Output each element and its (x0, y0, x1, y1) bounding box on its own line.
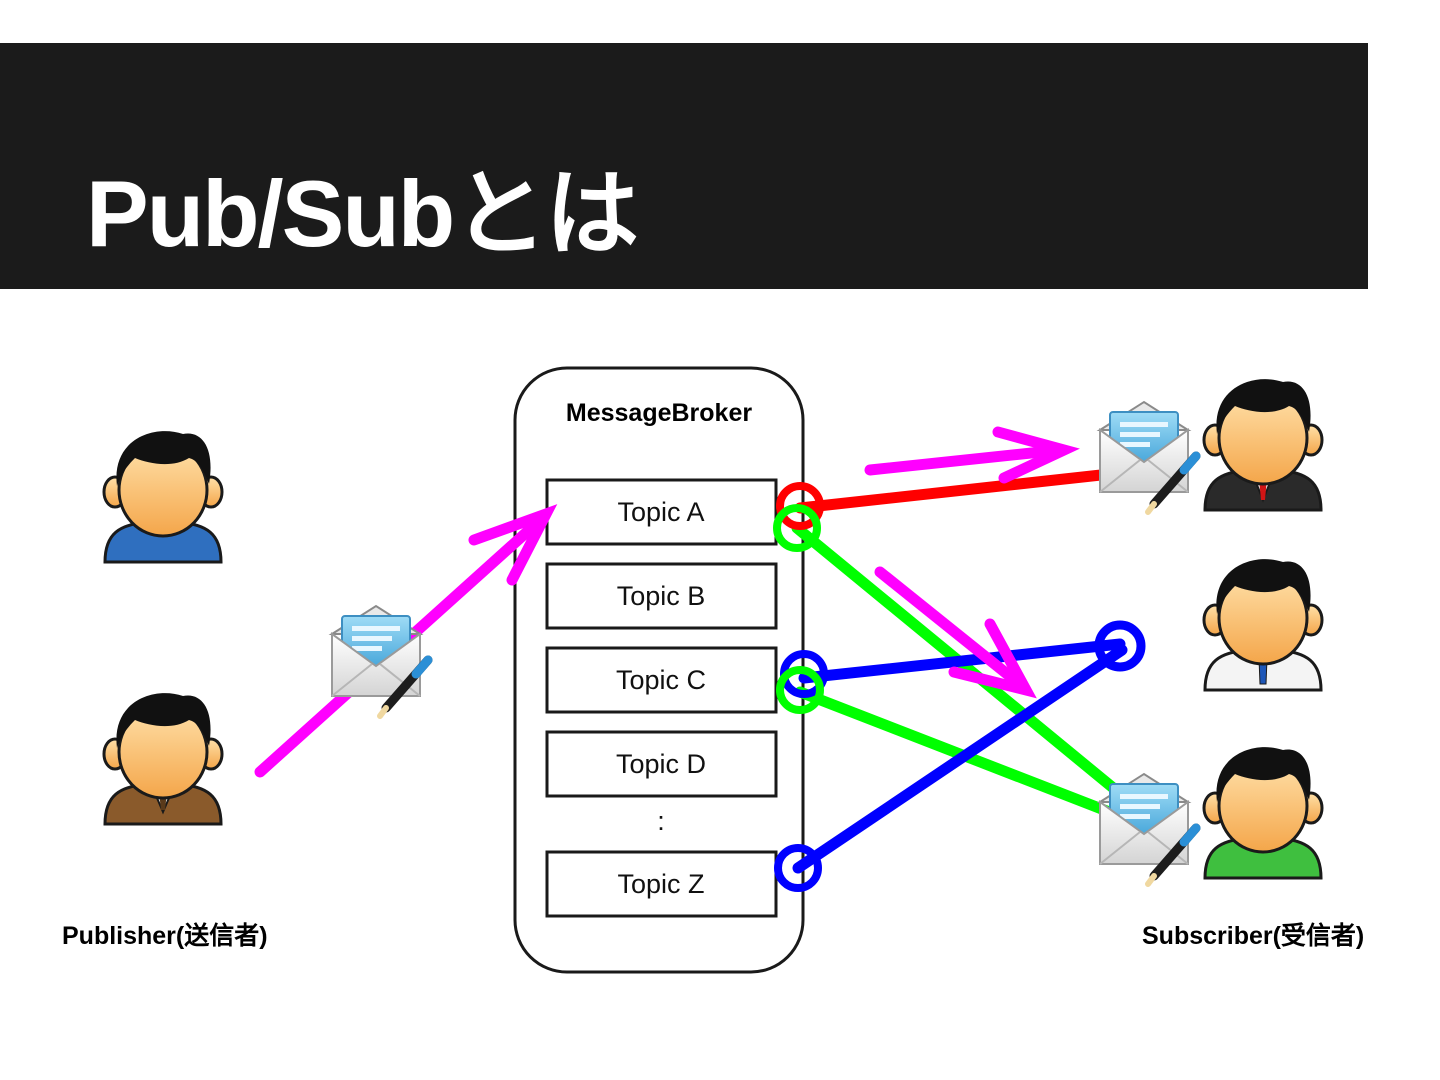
topic-label-c: Topic C (616, 665, 706, 695)
subscription-ring-subscriber-blue (1094, 620, 1146, 672)
deliver-arrow-lower (874, 566, 1037, 699)
subscriber-avatar-icon-1 (1202, 377, 1324, 512)
topic-label-b: Topic B (617, 581, 706, 611)
subscriber-avatar-icon-2 (1202, 557, 1324, 692)
topic-box-d: Topic D (545, 730, 778, 798)
subscription-ring-topic-c-green (776, 666, 824, 714)
topic-label-a: Topic A (617, 497, 704, 527)
publisher-label: Publisher(送信者) (62, 921, 268, 950)
topic-ellipsis: : (657, 806, 665, 836)
subscriber-label: Subscriber(受信者) (1142, 921, 1364, 950)
topic-box-b: Topic B (545, 562, 778, 630)
subscription-ring-topic-a-green (773, 504, 821, 552)
topic-label-z: Topic Z (617, 869, 704, 899)
topic-box-a: Topic A (545, 478, 778, 546)
subscriber-message-envelope-icon-top (1100, 402, 1196, 512)
deliver-arrow-upper (864, 426, 1080, 484)
subscription-ring-topic-a-red (776, 482, 824, 530)
subscriber-avatar-icon-3 (1202, 745, 1324, 880)
slide-title: Pub/Subとは (86, 161, 639, 266)
subscription-line-topic-c-blue (798, 638, 1126, 684)
publisher-avatar-icon-1 (102, 429, 224, 564)
topic-box-z: Topic Z (545, 850, 778, 918)
subscription-ring-topic-z-blue (774, 844, 822, 892)
message-broker-label: MessageBroker (566, 399, 752, 427)
subscription-line-topic-a-red (794, 468, 1116, 514)
subscriber-message-envelope-icon-bottom (1100, 774, 1196, 884)
publisher-avatar-icon-2 (102, 691, 224, 826)
topic-box-c: Topic C (545, 646, 778, 714)
subscription-line-topic-a-green (791, 522, 1146, 816)
topic-label-d: Topic D (616, 749, 706, 779)
title-bar (0, 43, 1368, 289)
subscription-line-topic-z-blue (792, 644, 1128, 874)
